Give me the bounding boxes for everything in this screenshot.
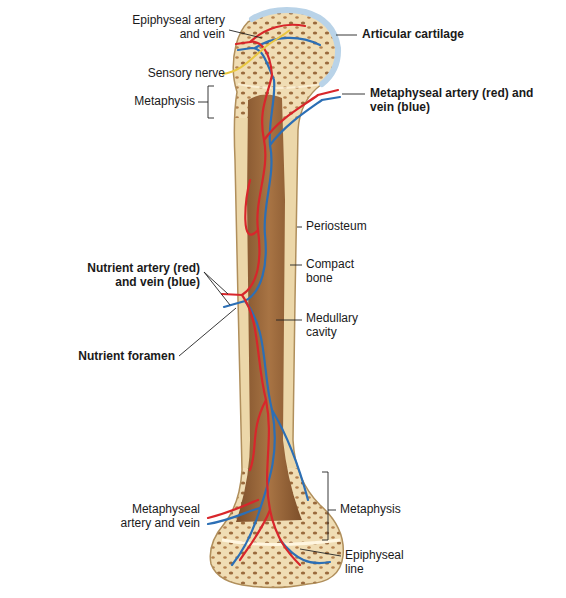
part-label: Compact bone	[306, 258, 368, 286]
leader-line	[336, 35, 357, 36]
bone-body	[190, 0, 360, 598]
artery	[240, 510, 270, 560]
epiphyseal-line	[238, 84, 322, 88]
sensory-nerve	[222, 30, 290, 74]
part-label: Nutrient artery (red) and vein (blue)	[70, 262, 200, 290]
compact-bone	[190, 0, 360, 598]
part-label: Sensory nerve	[115, 67, 225, 81]
part-label: Epiphyseal line	[345, 549, 417, 577]
artery	[242, 295, 300, 565]
medullary-cavity	[236, 94, 302, 522]
part-label: Periosteum	[306, 220, 396, 234]
leader-line	[204, 272, 230, 305]
part-label: Metaphysis	[100, 95, 195, 109]
leader-line	[229, 30, 262, 38]
leader-line	[290, 265, 302, 266]
artery	[222, 42, 272, 295]
bracket	[198, 86, 214, 118]
leader-line	[342, 94, 365, 95]
vein	[272, 410, 308, 500]
bracket	[322, 472, 336, 540]
part-label: Medullary cavity	[306, 312, 372, 340]
periosteum	[210, 10, 343, 587]
artery	[208, 500, 258, 518]
leader-line	[179, 308, 236, 356]
part-label: Metaphyseal artery (red) and vein (blue)	[370, 87, 545, 115]
blood-vessels	[208, 25, 340, 565]
part-label: Nutrient foramen	[40, 350, 175, 364]
leader-line	[297, 227, 302, 228]
artery	[250, 400, 266, 470]
part-label: Articular cartilage	[362, 28, 512, 42]
part-label: Metaphyseal artery and vein	[104, 503, 200, 531]
part-label: Metaphysis	[340, 503, 430, 517]
leader-lines	[179, 30, 365, 556]
leader-line	[300, 549, 341, 556]
leader-line	[276, 320, 302, 321]
artery	[245, 180, 258, 235]
artery	[264, 90, 338, 140]
part-label: Epiphyseal artery and vein	[115, 14, 225, 42]
vein	[224, 48, 274, 307]
